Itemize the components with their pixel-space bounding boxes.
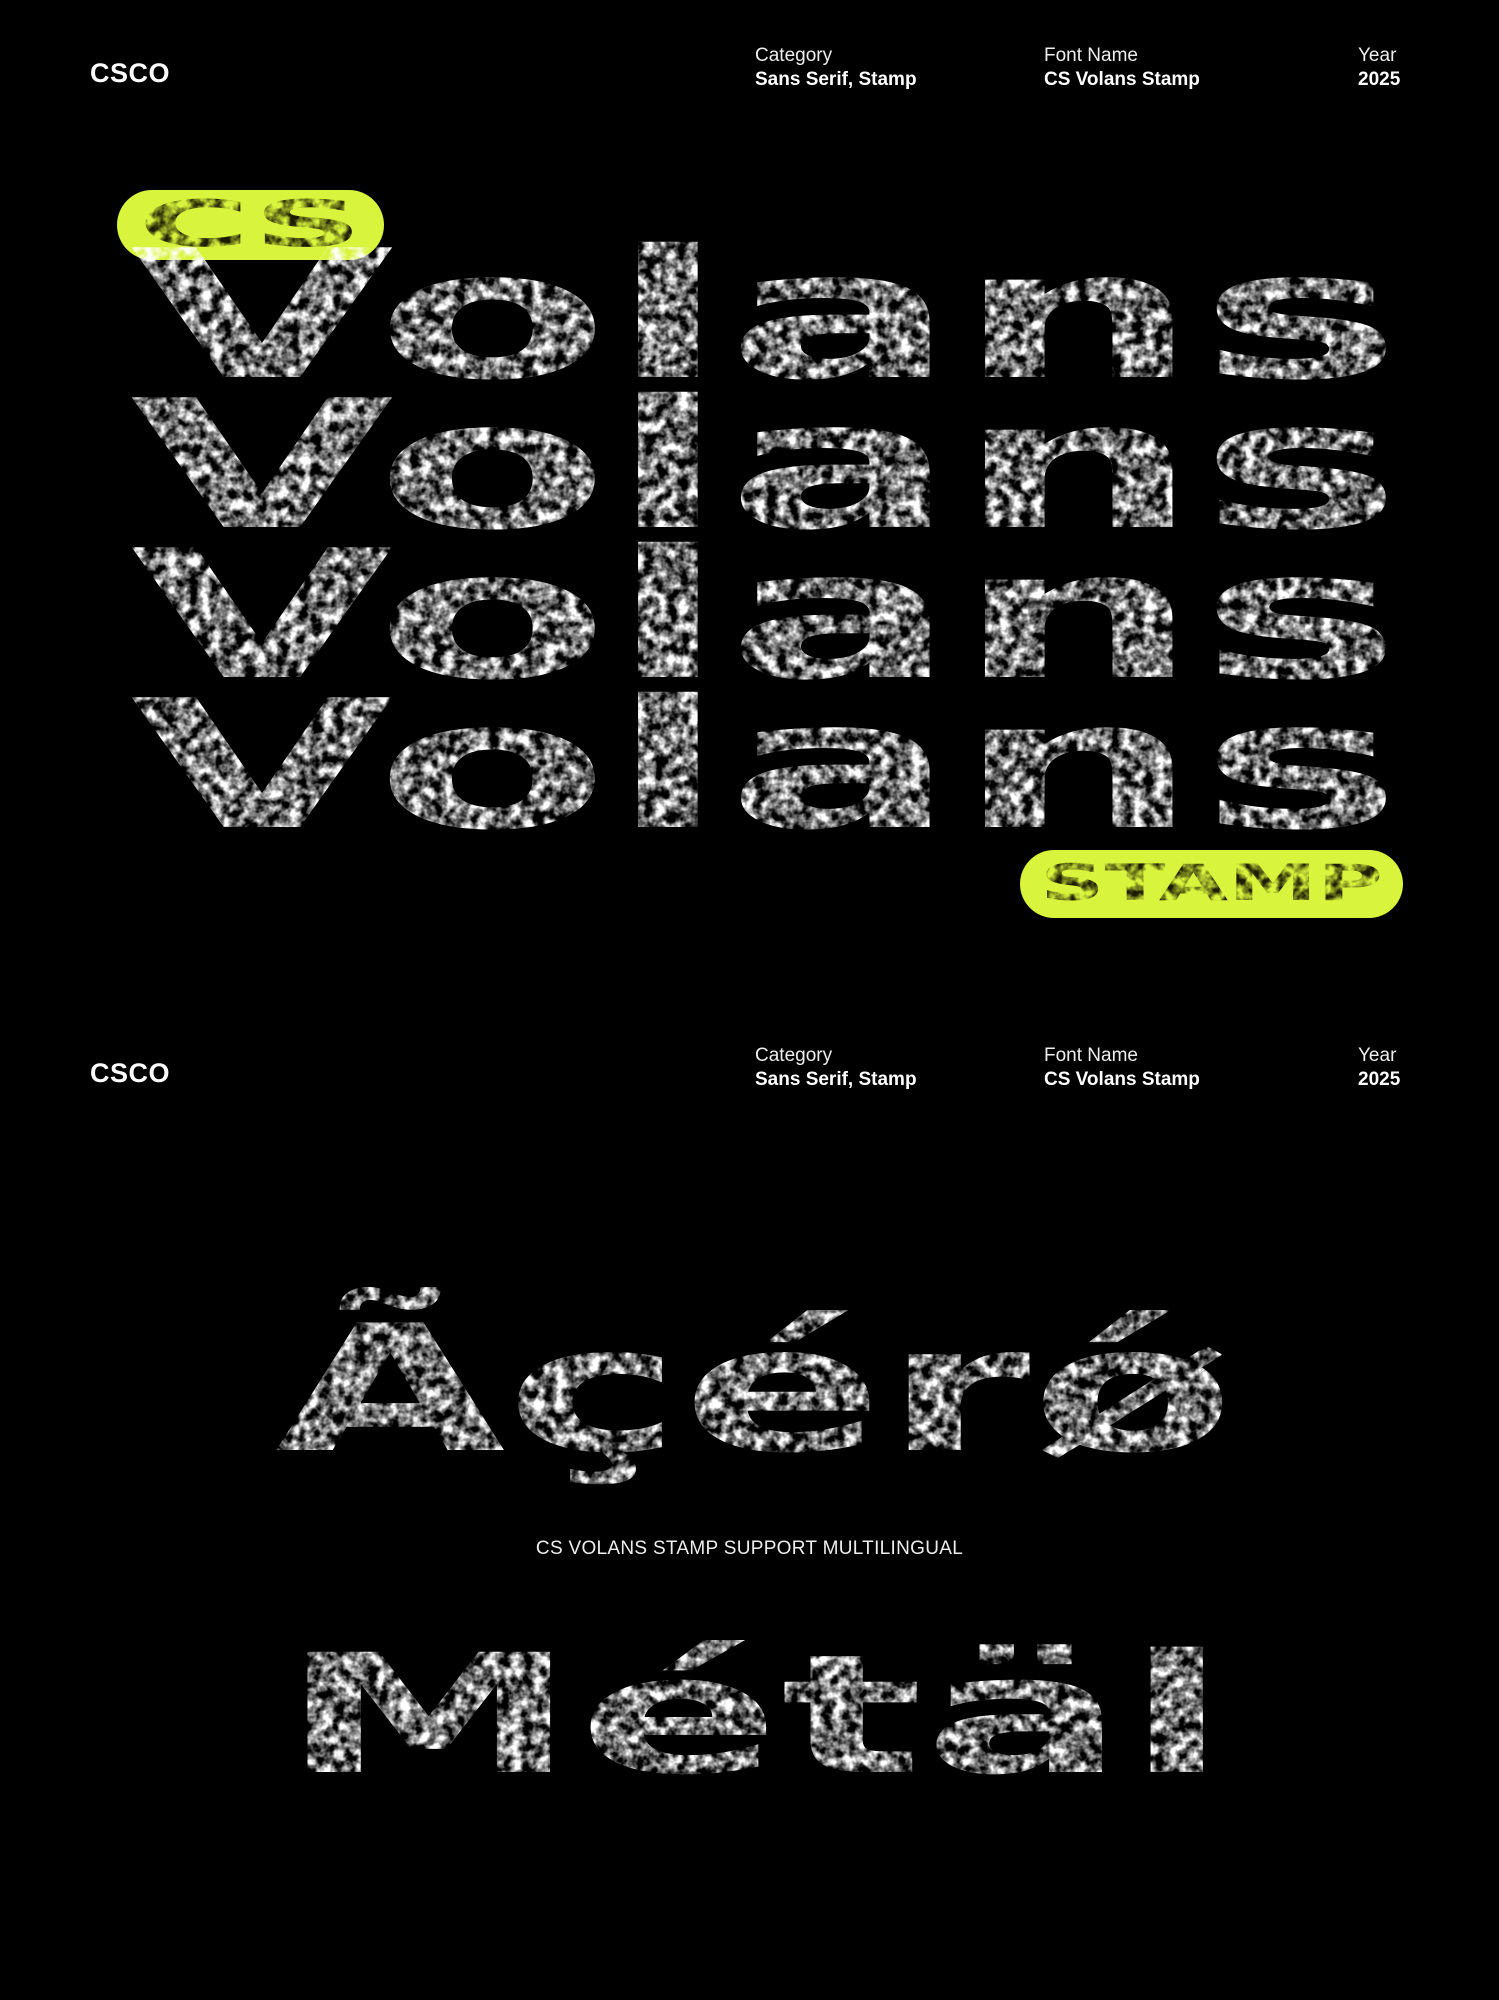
meta-category: Category Sans Serif, Stamp <box>755 44 917 92</box>
volans-line-3: Volans <box>130 512 1402 719</box>
multilingual-glyphs: Ãçérǿ <box>275 1287 1235 1492</box>
year-value: 2025 <box>1358 69 1401 90</box>
meta-font-name: Font Name CS Volans Stamp <box>1044 1044 1200 1092</box>
year-label: Year <box>1358 45 1397 66</box>
meta-font-name: Font Name CS Volans Stamp <box>1044 44 1200 92</box>
year-label: Year <box>1358 1045 1397 1066</box>
volans-line-1: Volans <box>130 212 1402 419</box>
logo: CSCO <box>90 1058 171 1088</box>
volans-line-4: Volans <box>130 662 1402 869</box>
specimen-word: Métäl <box>280 1619 1228 1811</box>
category-label: Category <box>755 45 833 66</box>
category-value: Sans Serif, Stamp <box>755 1069 917 1090</box>
header-top: CSCO Category Sans Serif, Stamp Font Nam… <box>0 44 1499 104</box>
volans-line-2: Volans <box>130 362 1402 569</box>
font-name-value: CS Volans Stamp <box>1044 69 1200 90</box>
badge-cs: CS <box>117 188 384 262</box>
badge-cs-text: CS <box>138 188 363 262</box>
category-label: Category <box>755 1045 833 1066</box>
header-bottom: CSCO Category Sans Serif, Stamp Font Nam… <box>0 1044 1499 1104</box>
badge-stamp-pill <box>1020 850 1403 918</box>
year-value: 2025 <box>1358 1069 1401 1090</box>
meta-year: Year 2025 <box>1358 1044 1400 1092</box>
badge-stamp: STAMP <box>1020 850 1403 918</box>
badge-cs-pill <box>117 190 384 260</box>
category-value: Sans Serif, Stamp <box>755 69 917 90</box>
meta-category: Category Sans Serif, Stamp <box>755 1044 917 1092</box>
multilingual-caption: CS VOLANS STAMP SUPPORT MULTILINGUAL <box>535 1538 964 1559</box>
font-name-label: Font Name <box>1044 45 1138 66</box>
font-name-value: CS Volans Stamp <box>1044 1069 1200 1090</box>
badge-stamp-text: STAMP <box>1040 854 1383 912</box>
logo: CSCO <box>90 58 171 88</box>
meta-year: Year 2025 <box>1358 44 1400 92</box>
font-name-label: Font Name <box>1044 1045 1138 1066</box>
